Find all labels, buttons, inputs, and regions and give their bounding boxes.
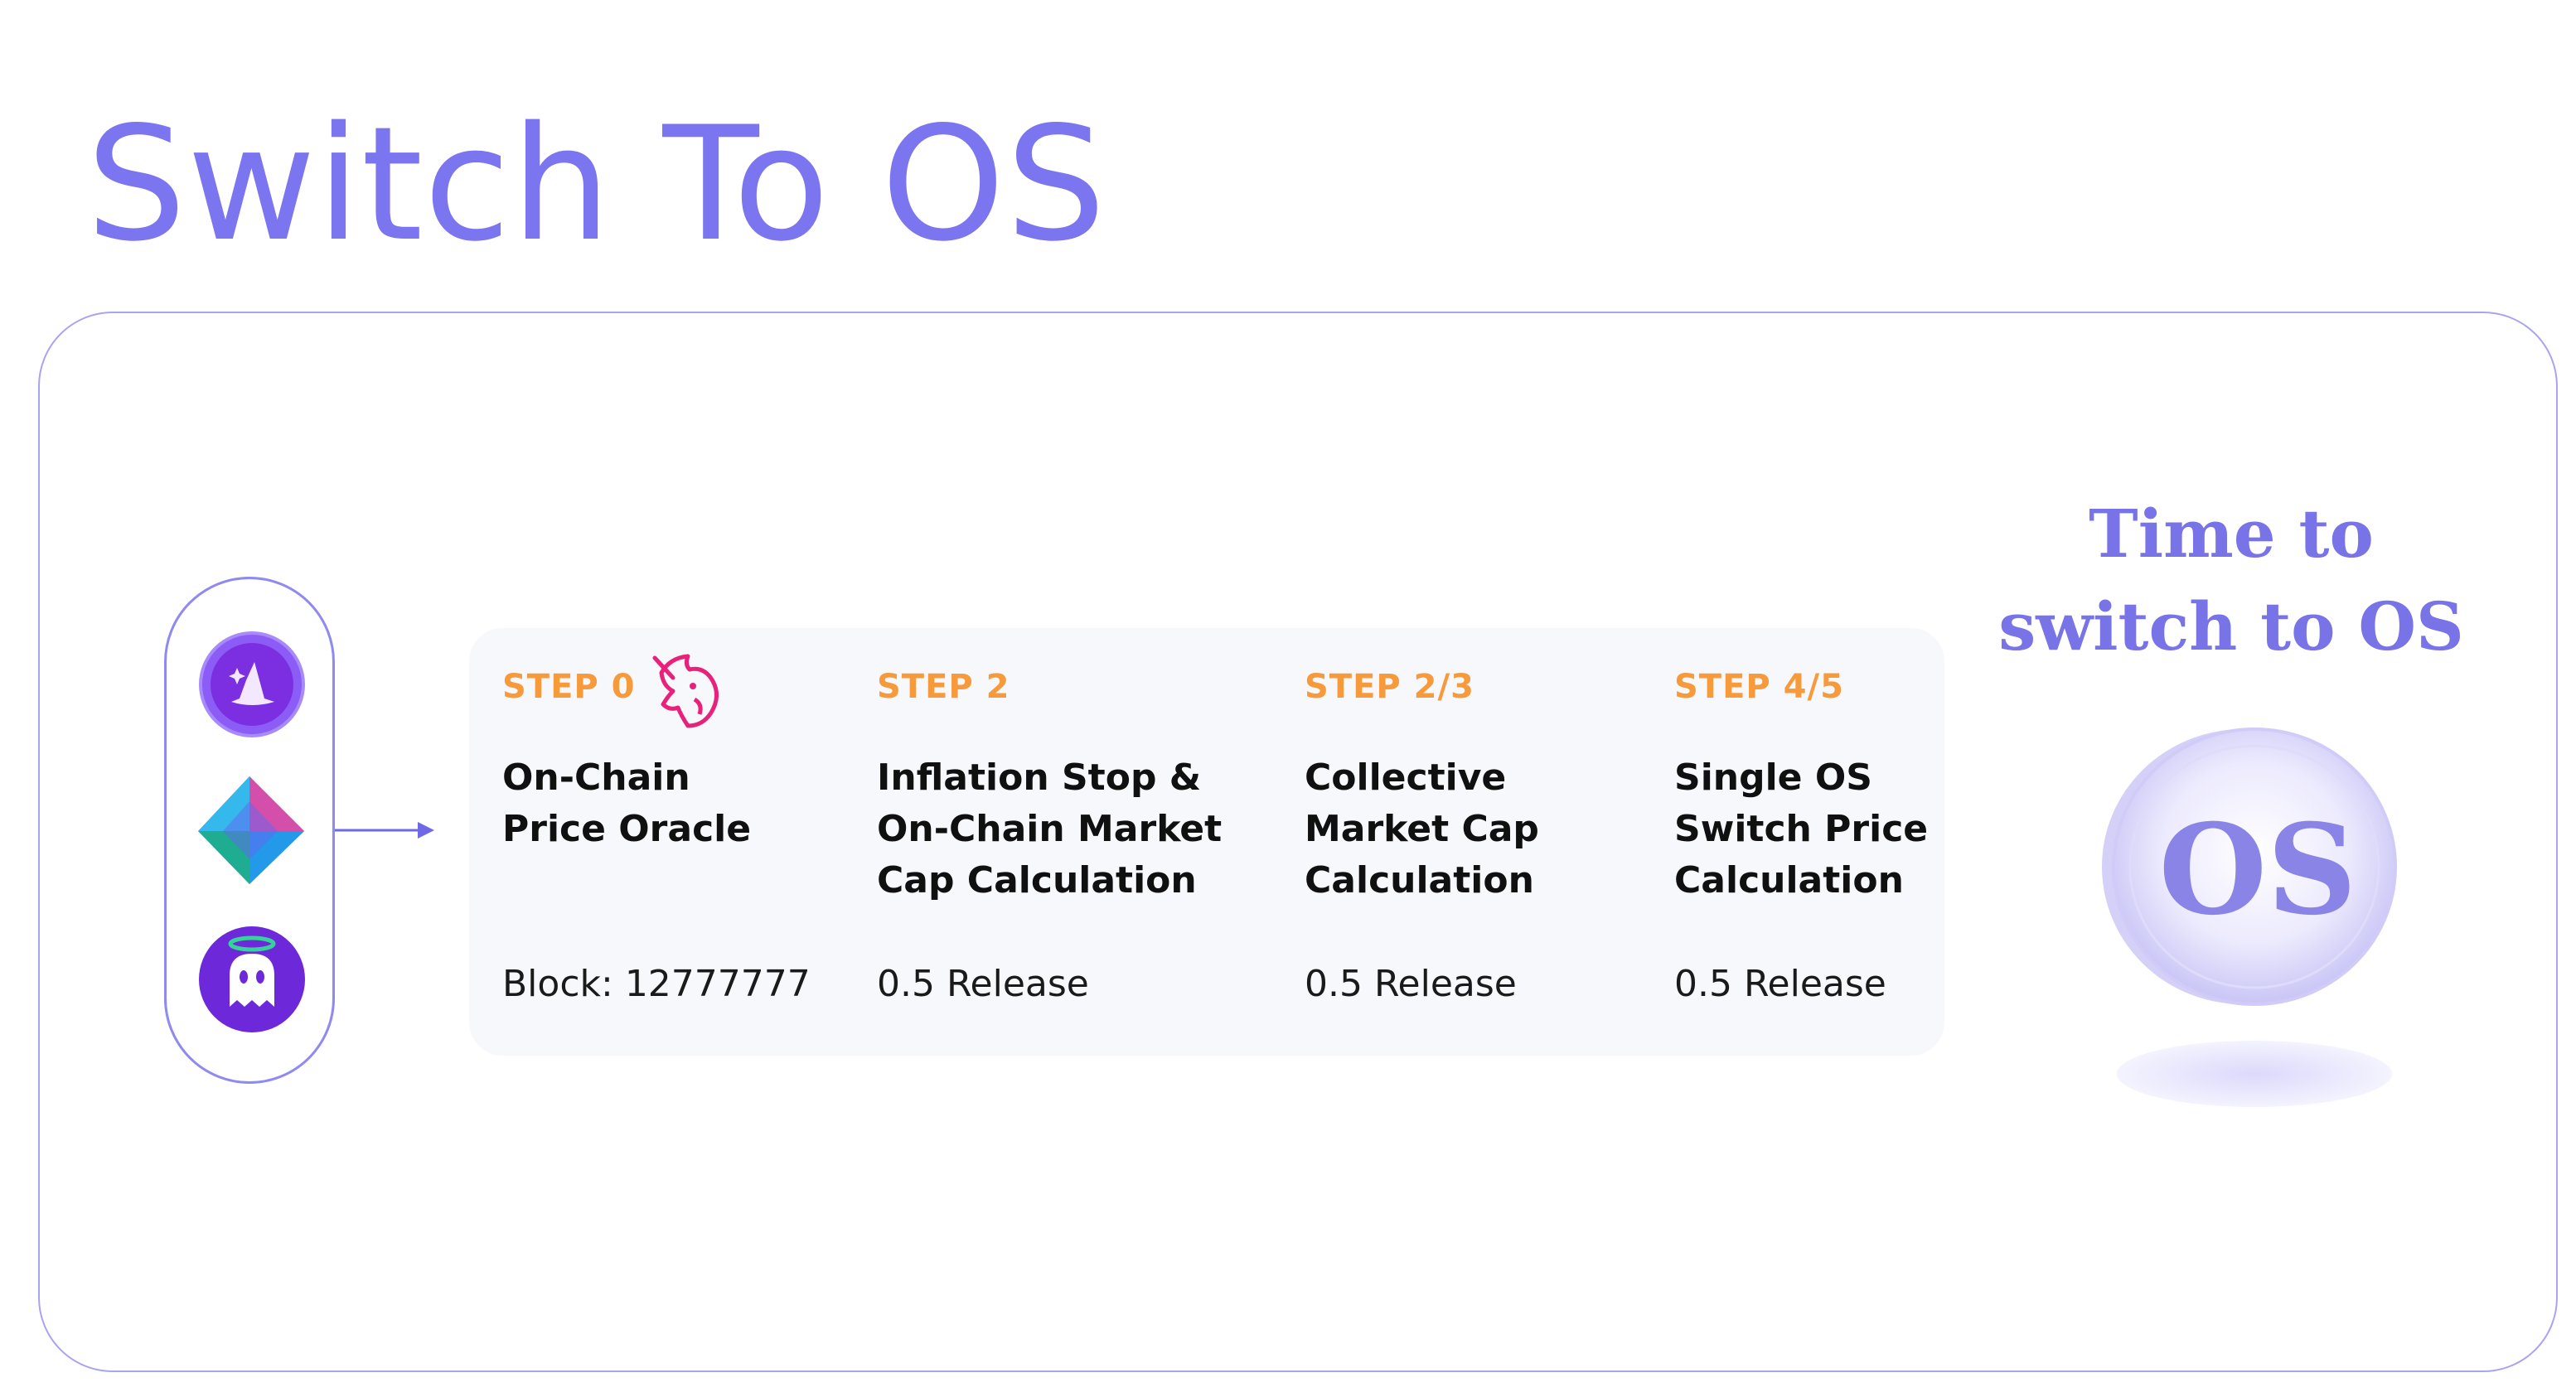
coin-text: OS	[2159, 797, 2357, 943]
step-note: Block: 12777777	[502, 963, 811, 1005]
token-sources-pill	[164, 577, 335, 1084]
wizard-token-icon	[199, 631, 305, 737]
steps-panel: STEP 0 On-Chain Price Oracle Block: 1277…	[469, 628, 1944, 1056]
cta-heading: Time to switch to OS	[1998, 495, 2464, 665]
step-title: Single OS Switch Price Calculation	[1674, 757, 1929, 902]
page-title: Switch To OS	[86, 93, 1107, 276]
step-label: STEP 0	[502, 668, 636, 706]
step-title: On-Chain Price Oracle	[502, 757, 752, 850]
os-coin-icon: OS	[2102, 728, 2397, 1107]
step-note: 0.5 Release	[1674, 963, 1886, 1005]
step-label: STEP 4/5	[1674, 668, 1844, 706]
prism-token-icon	[198, 776, 304, 884]
step-title: Collective Market Cap Calculation	[1305, 757, 1539, 902]
step-label: STEP 2	[877, 668, 1010, 706]
arrow-right-icon	[335, 822, 434, 839]
ghost-token-icon	[199, 926, 305, 1032]
step-title: Inflation Stop & On-Chain Market Cap Cal…	[877, 757, 1223, 902]
content-frame	[38, 312, 2558, 1372]
unicorn-icon	[652, 654, 719, 728]
step-note: 0.5 Release	[877, 963, 1089, 1005]
step-label: STEP 2/3	[1305, 668, 1474, 706]
step-note: 0.5 Release	[1305, 963, 1517, 1005]
